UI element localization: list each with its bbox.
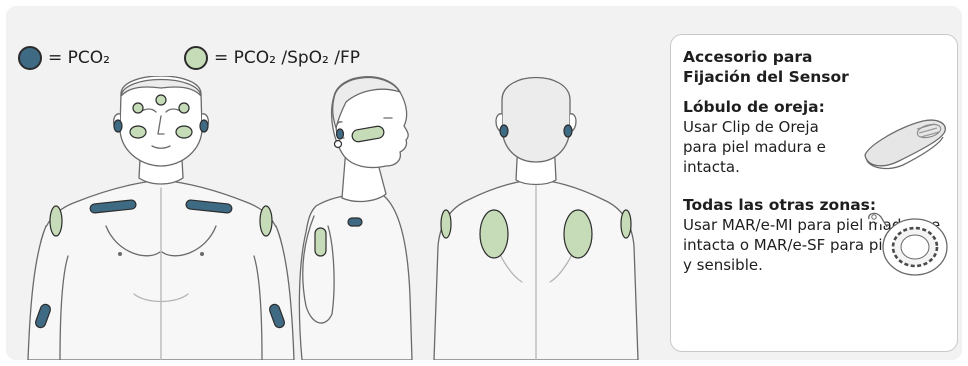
other-sites-heading: Todas las otras zonas:: [683, 195, 876, 215]
legend-item-pco2: = PCO₂: [18, 44, 110, 72]
sensor-attachment-card: Accesorio para Fijación del Sensor Lóbul…: [670, 34, 958, 352]
legend-item-multi: = PCO₂ /SpO₂ /FP: [184, 44, 360, 72]
legend-label: = PCO₂ /SpO₂ /FP: [214, 48, 360, 68]
earlobe-heading: Lóbulo de oreja:: [683, 97, 825, 117]
body-illustrations: [16, 76, 656, 360]
back-view-figure: [434, 78, 638, 361]
front-view-figure: [28, 76, 294, 360]
earlobe-text: Usar Clip de Oreja para piel madura e in…: [683, 117, 833, 177]
attachment-ring-image: [867, 209, 951, 279]
multi-swatch: [184, 46, 208, 70]
card-title: Accesorio para Fijación del Sensor: [683, 47, 883, 87]
main-panel: = PCO₂ = PCO₂ /SpO₂ /FP: [6, 6, 962, 360]
ear-clip-image: [859, 115, 951, 175]
pco2-swatch: [18, 46, 42, 70]
legend-label: = PCO₂: [48, 48, 110, 68]
